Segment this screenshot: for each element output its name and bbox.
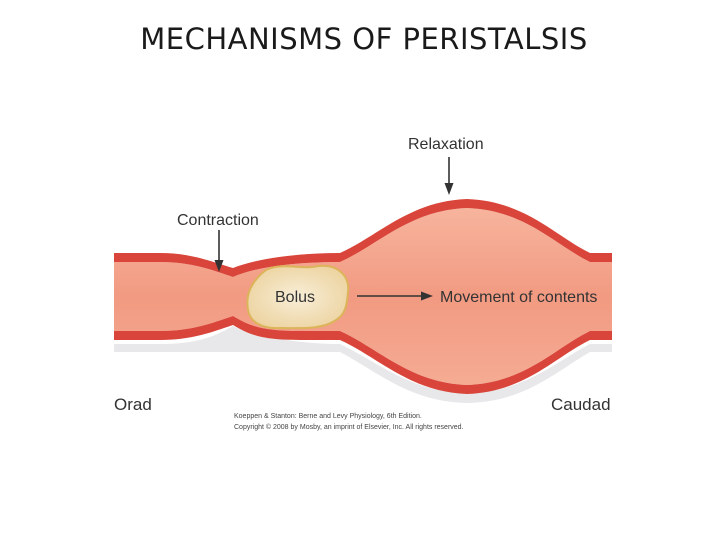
relaxation-arrow — [444, 157, 454, 195]
contraction-arrow — [214, 230, 224, 272]
bolus — [246, 264, 350, 330]
copyright-credit: Koeppen & Stanton: Berne and Levy Physio… — [234, 411, 464, 433]
bolus-label: Bolus — [275, 289, 315, 306]
movement-label: Movement of contents — [440, 289, 597, 306]
caudad-label: Caudad — [551, 395, 611, 414]
tube-shadow — [114, 326, 612, 403]
credit-line-2: Copyright © 2008 by Mosby, an imprint of… — [234, 424, 464, 431]
movement-arrow — [357, 291, 433, 301]
relaxation-label: Relaxation — [408, 136, 484, 153]
credit-line-1: Koeppen & Stanton: Berne and Levy Physio… — [234, 413, 422, 420]
orad-label: Orad — [114, 395, 152, 414]
slide-title: MECHANISMS OF PERISTALSIS — [140, 22, 588, 56]
contraction-label: Contraction — [177, 212, 259, 229]
